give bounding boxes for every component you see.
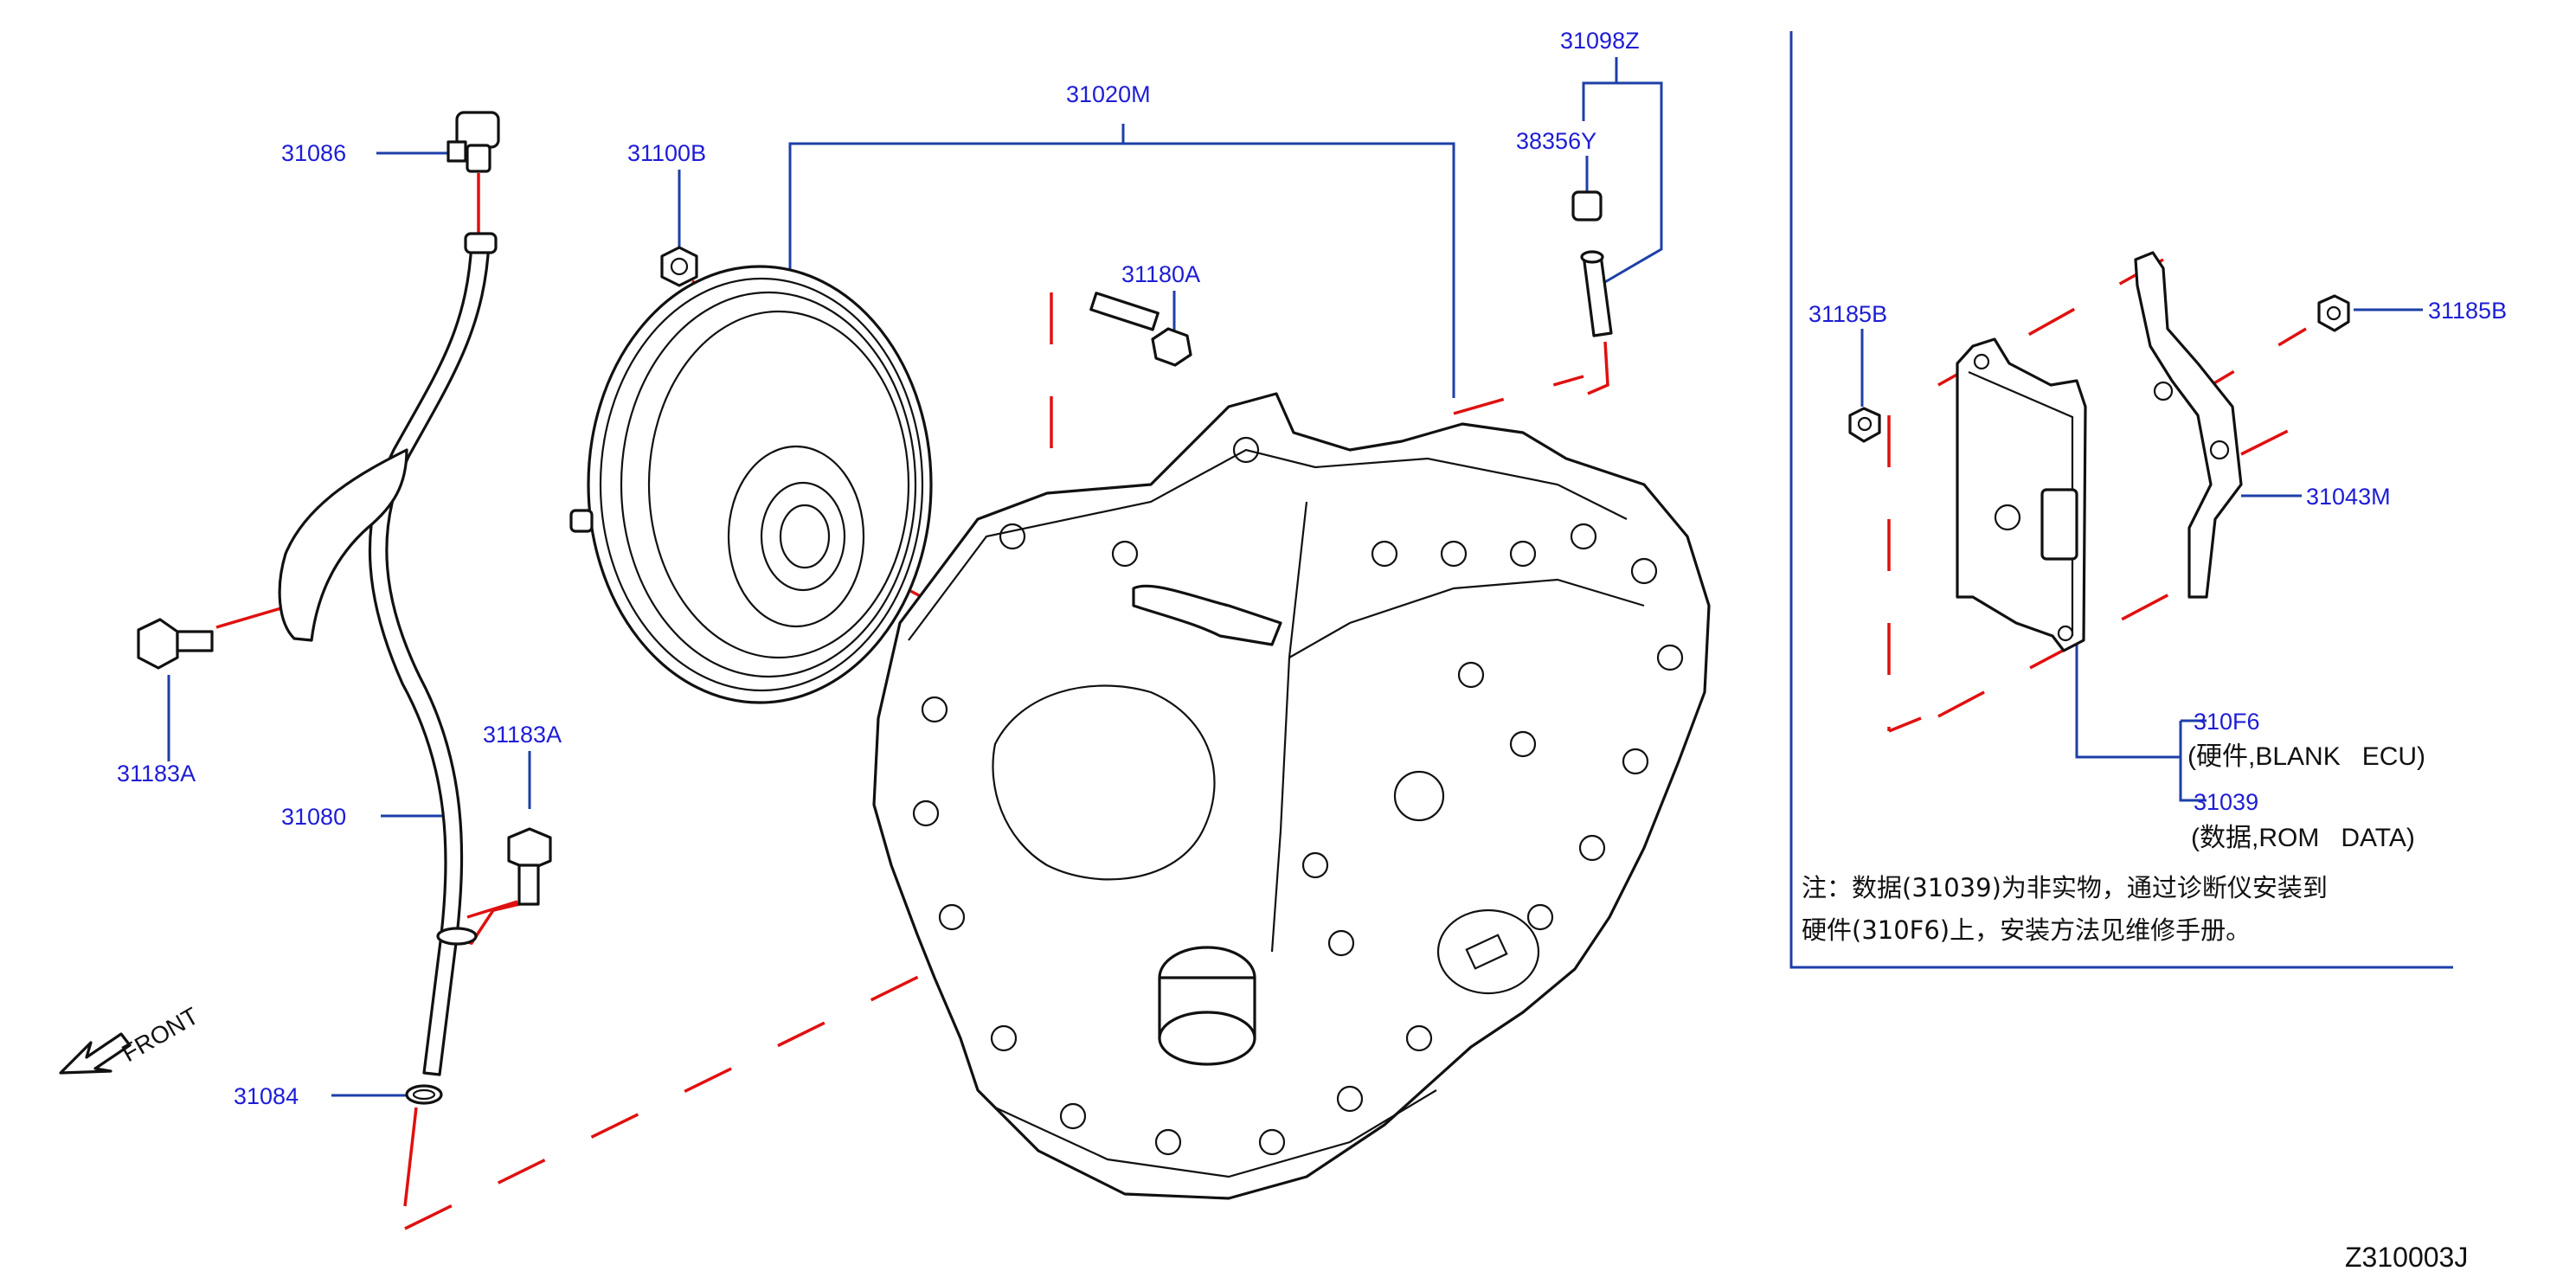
label-31185b-left: 31185B	[1808, 301, 1887, 327]
bolt-31183a-mid	[507, 827, 552, 906]
dipstick-tube	[368, 232, 498, 1076]
label-31080: 31080	[281, 804, 346, 830]
label-31098z: 31098Z	[1560, 28, 1640, 54]
nut-31185b-left	[1848, 407, 1881, 443]
drain-plug-31100b	[660, 246, 698, 287]
note-line-2: 硬件(310F6)上，安装方法见维修手册。	[1802, 915, 2251, 945]
label-31183a-left: 31183A	[117, 761, 196, 786]
bolt-31180a	[1089, 292, 1192, 367]
breather-hose	[1580, 250, 1613, 337]
breather-cap-38356y	[1571, 190, 1603, 221]
transmission-assembly	[872, 392, 1711, 1200]
torque-converter	[569, 265, 933, 704]
label-310f6: 310F6	[2194, 709, 2260, 735]
label-31180a: 31180A	[1121, 261, 1200, 287]
ecu-bracket	[2134, 251, 2243, 599]
leader-lines	[167, 57, 2423, 1097]
oil-level-gauge	[446, 111, 500, 173]
o-ring-gasket	[405, 1084, 443, 1105]
drawing-code: Z310003J	[2345, 1242, 2468, 1273]
label-31185b-right: 31185B	[2428, 298, 2507, 324]
label-31084: 31084	[234, 1083, 299, 1109]
installation-note: 注：数据(31039)为非实物，通过诊断仪安装到 硬件(310F6)上，安装方法…	[1802, 873, 2328, 945]
description-31039: (数据,ROM DATA)	[2191, 824, 2415, 852]
label-31020m: 31020M	[1066, 81, 1151, 107]
front-arrow-icon	[59, 1032, 132, 1075]
ecu-descriptions: (硬件,BLANK ECU) (数据,ROM DATA)	[2187, 742, 2425, 852]
label-31043m: 31043M	[2306, 484, 2391, 510]
front-label: FRONT	[118, 1002, 203, 1067]
nut-31185b-right	[2317, 294, 2350, 332]
label-31100b: 31100B	[627, 140, 706, 166]
ecu-panel-frame	[1789, 31, 2453, 969]
bolt-31183a-left	[137, 618, 214, 670]
label-31183a-mid: 31183A	[483, 722, 562, 748]
description-310f6: (硬件,BLANK ECU)	[2187, 742, 2425, 771]
part-labels: 31086 31100B 31020M 31098Z 38356Y 31180A…	[117, 28, 2507, 1109]
label-31086: 31086	[281, 140, 346, 166]
transmission-ecu	[1956, 337, 2087, 652]
note-line-1: 注：数据(31039)为非实物，通过诊断仪安装到	[1802, 873, 2328, 902]
label-38356y: 38356Y	[1516, 128, 1596, 154]
label-31039: 31039	[2194, 789, 2258, 815]
heat-shield-bracket	[278, 448, 408, 642]
